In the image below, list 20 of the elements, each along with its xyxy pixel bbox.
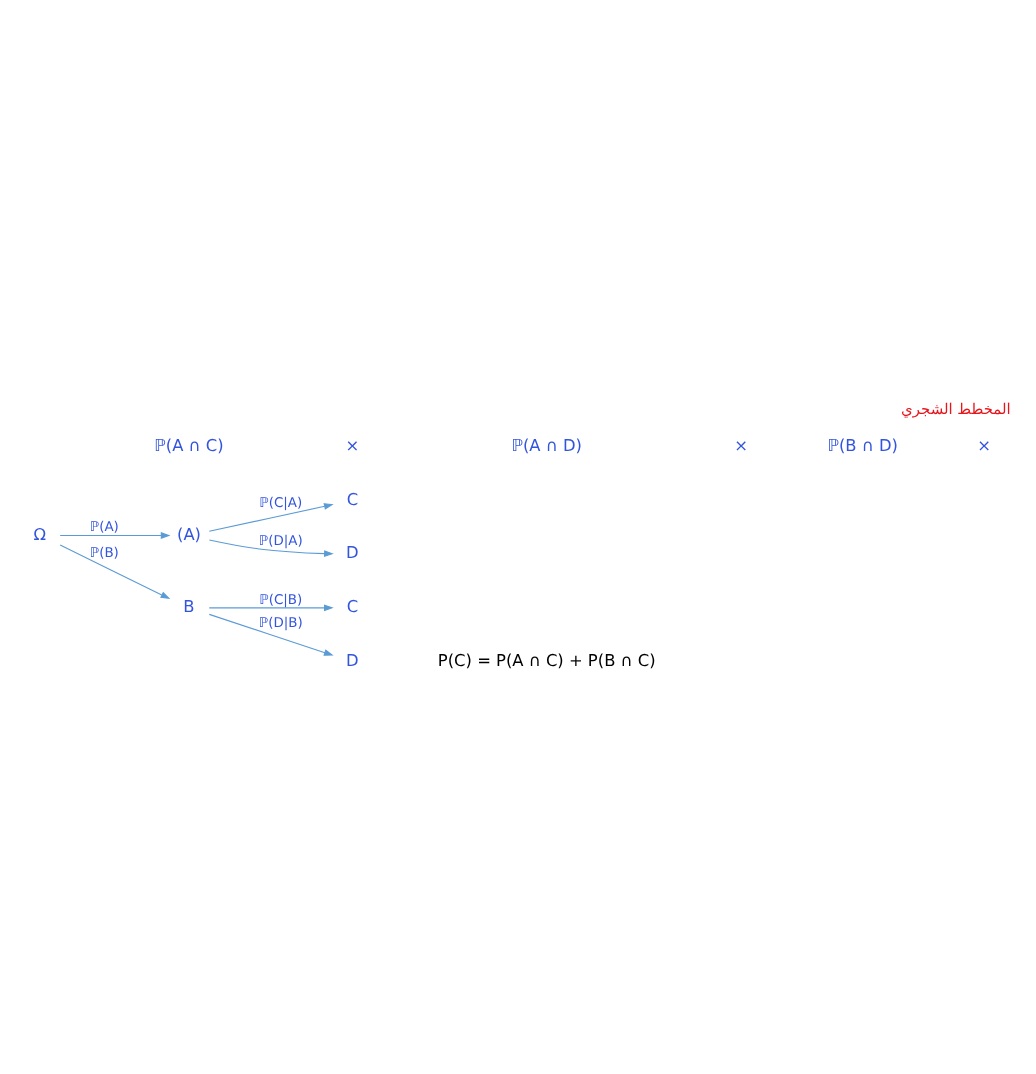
arrow <box>208 539 334 557</box>
arrow <box>208 503 334 532</box>
arrow <box>59 544 171 600</box>
label: × <box>977 434 992 455</box>
node-text: D <box>346 649 359 670</box>
arrow <box>208 613 334 656</box>
node-text: C <box>346 596 359 617</box>
label: ℙ(A ∩ C) <box>154 434 224 455</box>
node-text: Ω <box>33 523 47 544</box>
arrow <box>208 604 334 612</box>
node-text: D <box>346 542 359 563</box>
node-text: (A) <box>177 523 201 544</box>
node-text: B <box>183 596 195 617</box>
arrow <box>59 532 171 539</box>
caption: P(C) = P(A ∩ C) + P(B ∩ C) <box>437 649 656 670</box>
label: ℙ(B ∩ D) <box>827 434 898 455</box>
label: × <box>734 434 748 455</box>
label: ℙ(A ∩ D) <box>511 434 582 455</box>
label: × <box>345 434 360 455</box>
node-text: C <box>346 488 359 509</box>
